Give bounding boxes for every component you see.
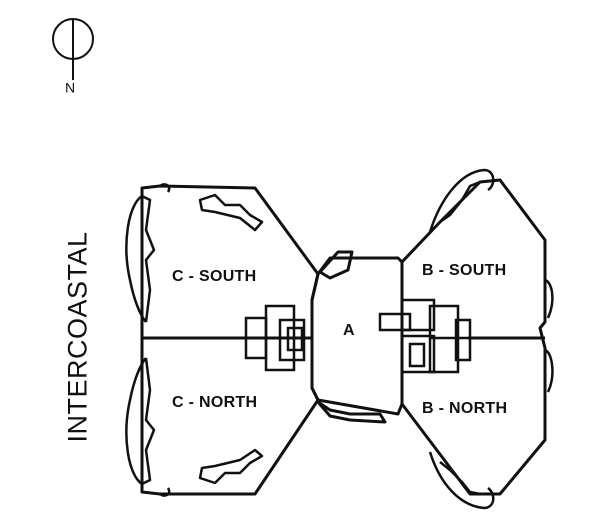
- building-c-balconies: [125, 183, 264, 497]
- building-a-outline: [310, 250, 404, 424]
- building-c-core: [244, 304, 306, 372]
- north-letter: N: [65, 80, 76, 96]
- unit-label-a: A: [343, 322, 355, 339]
- unit-label-c-south: C - SOUTH: [172, 268, 257, 285]
- building-b-core: [378, 298, 472, 374]
- waterway-label: INTERCOASTAL: [62, 231, 93, 443]
- unit-label-b-north: B - NORTH: [422, 400, 508, 417]
- building-b-balconies: [428, 168, 554, 510]
- unit-label-c-north: C - NORTH: [172, 394, 258, 411]
- unit-label-b-south: B - SOUTH: [422, 262, 507, 279]
- north-arrow-icon: [52, 18, 94, 80]
- building-c-outline: [140, 184, 320, 496]
